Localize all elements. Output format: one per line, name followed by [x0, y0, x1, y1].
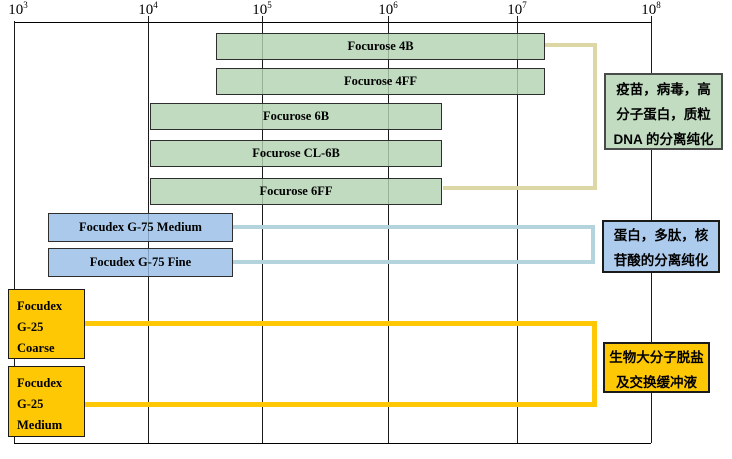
note-line: 疫苗，病毒，高 — [616, 82, 711, 97]
bar-label-line: G-25 — [17, 397, 44, 411]
bar-focudex-g75-medium: Focudex G-75 Medium — [48, 213, 233, 242]
x-gridline-1e6 — [388, 16, 389, 443]
x-axis-top-line — [14, 22, 651, 23]
connector-focurose-bottom — [443, 186, 597, 190]
connector-g25-bottom — [84, 402, 597, 407]
x-tick-label: 107 — [507, 0, 527, 18]
connector-focurose-vertical — [593, 43, 597, 190]
bar-label-line: G-25 — [17, 320, 44, 334]
connector-focurose-top — [545, 43, 597, 47]
note-line: 蛋白，多肽，核 — [613, 228, 709, 243]
note-line: 苷酸的分离纯化 — [613, 253, 709, 268]
note-box-focurose: 疫苗，病毒，高 分子蛋白，质粒 DNA 的分离纯化 — [604, 73, 723, 150]
note-line: 及交换缓冲液 — [616, 375, 697, 390]
bar-focurose-4ff: Focurose 4FF — [216, 68, 545, 95]
x-gridline-1e7 — [517, 16, 518, 443]
bar-label: Focurose 6B — [262, 109, 330, 123]
bar-label: Focudex G-75 Medium — [79, 220, 202, 234]
x-tick-label: 103 — [8, 0, 28, 18]
connector-g75-vertical — [591, 225, 595, 264]
bar-focurose-6ff: Focurose 6FF — [150, 178, 442, 205]
connector-g75-top — [233, 225, 595, 229]
note-line: 生物大分子脱盐 — [609, 350, 704, 365]
bar-label: Focudex G-75 Fine — [89, 255, 192, 269]
note-box-g75: 蛋白，多肽，核 苷酸的分离纯化 — [602, 220, 720, 273]
bar-focurose-4b: Focurose 4B — [216, 33, 545, 60]
x-tick-label: 106 — [378, 0, 398, 18]
x-tick-label: 105 — [252, 0, 272, 18]
x-tick-label: 108 — [641, 0, 661, 18]
bar-label: Focurose CL-6B — [252, 146, 340, 160]
bar-label: Focurose 6FF — [259, 184, 333, 198]
bar-focudex-g75-fine: Focudex G-75 Fine — [48, 248, 233, 277]
note-line: 分子蛋白，质粒 — [616, 107, 711, 122]
x-gridline-1e5 — [262, 16, 263, 443]
connector-g25-vertical — [592, 321, 597, 407]
bar-label-line: Focudex — [17, 376, 63, 390]
connector-g75-bottom — [233, 260, 595, 264]
bar-label: Focurose 4FF — [343, 74, 418, 88]
note-line: DNA 的分离纯化 — [613, 132, 714, 147]
bar-focudex-g25-coarse: Focudex G-25 Coarse — [8, 289, 85, 359]
bar-label-line: Medium — [17, 418, 63, 432]
bar-focudex-g25-medium: Focudex G-25 Medium — [8, 366, 85, 437]
bar-label: Focurose 4B — [347, 39, 414, 53]
connector-g25-top — [84, 321, 597, 326]
bar-focurose-cl-6b: Focurose CL-6B — [150, 140, 442, 167]
x-axis-bottom-line — [14, 443, 651, 444]
x-tick-label: 104 — [138, 0, 158, 18]
bar-focurose-6b: Focurose 6B — [150, 103, 442, 130]
x-gridline-1e3 — [14, 21, 15, 443]
note-box-g25: 生物大分子脱盐 及交换缓冲液 — [603, 342, 710, 393]
bar-label-line: Coarse — [17, 341, 55, 355]
bar-label-line: Focudex — [17, 299, 63, 313]
